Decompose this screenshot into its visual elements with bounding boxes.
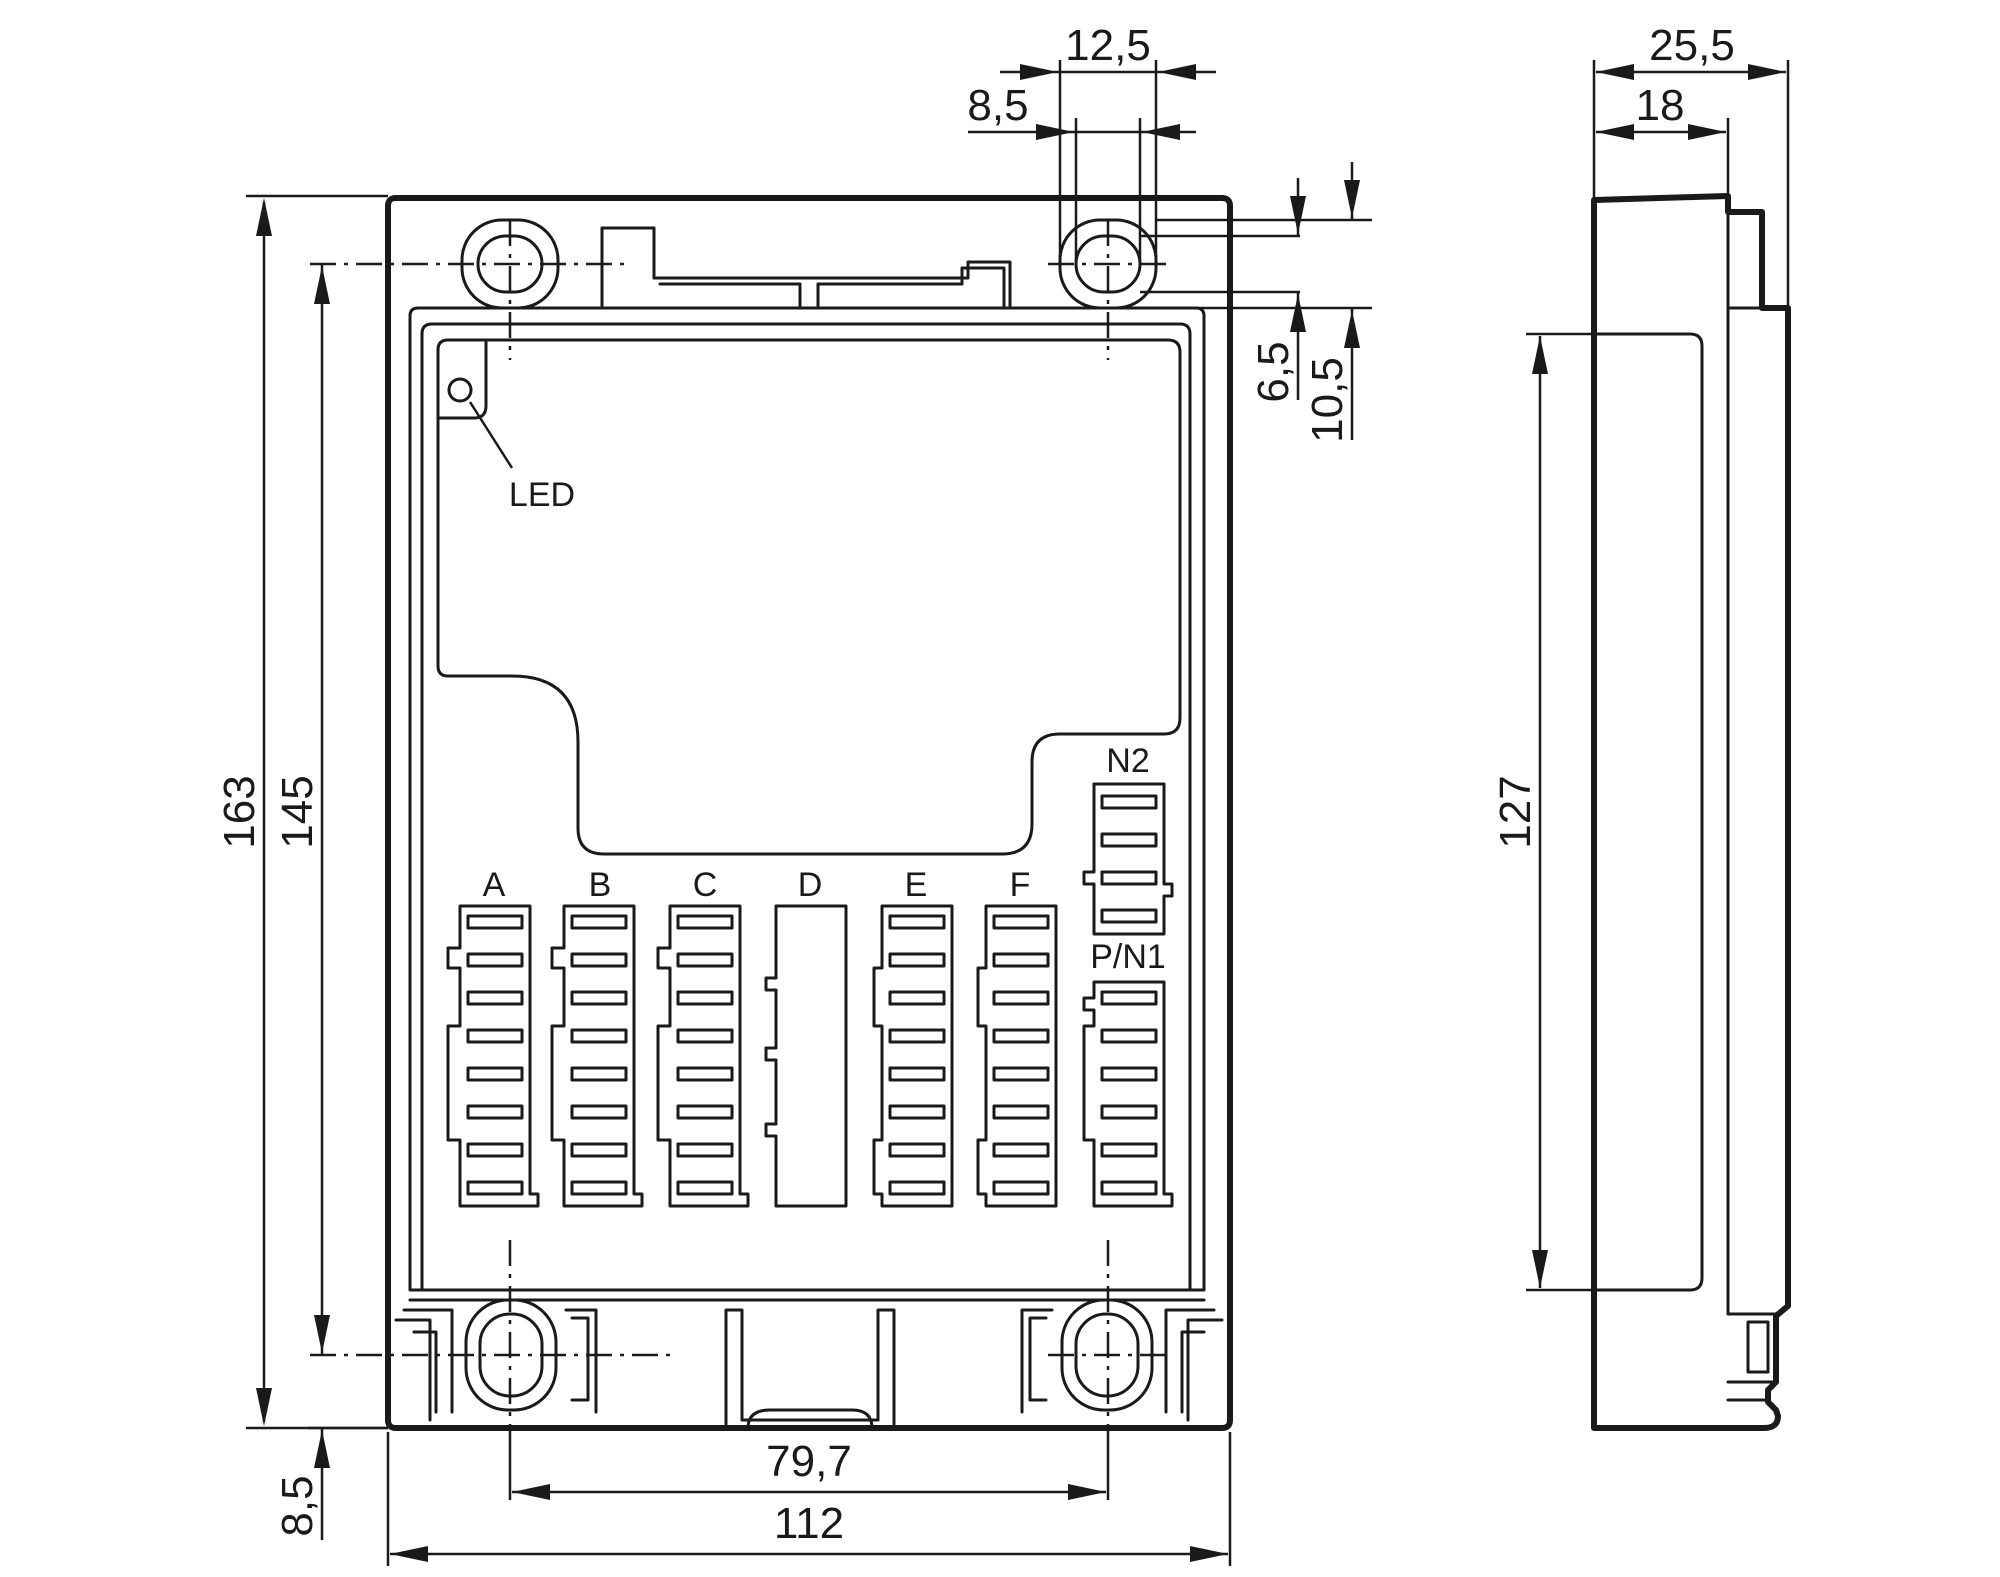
dim-slot-inner-height: 6,5 xyxy=(1249,341,1298,402)
dim-side-window-height: 127 xyxy=(1491,775,1540,848)
connector-label-b: B xyxy=(589,866,612,904)
led-indicator xyxy=(447,377,473,403)
bottom-center-slot xyxy=(724,1308,896,1430)
bottom-latch-right xyxy=(1164,1308,1224,1422)
connector-pn1 xyxy=(1082,980,1174,1208)
dim-overall-width: 112 xyxy=(774,1499,844,1548)
connector-label-c: C xyxy=(693,866,718,904)
connector-c xyxy=(656,904,750,1208)
side-body xyxy=(1591,193,1791,1431)
side-window xyxy=(1592,332,1704,1292)
front-dimensions: 163 145 8,5 79,7 112 12,5 xyxy=(215,21,1372,1566)
bottom-latch-left xyxy=(394,1308,454,1422)
connector-f xyxy=(976,904,1058,1208)
connector-label-pn1: P/N1 xyxy=(1090,938,1166,976)
connector-a xyxy=(446,904,540,1208)
dim-hole-spacing-vertical: 145 xyxy=(273,775,322,848)
led-label: LED xyxy=(509,476,575,514)
dim-slot-inner-width: 8,5 xyxy=(967,81,1028,130)
dim-bottom-offset: 8,5 xyxy=(273,1475,322,1536)
connector-n2 xyxy=(1082,782,1174,936)
dim-side-body-depth: 18 xyxy=(1636,81,1685,130)
housing-outline xyxy=(385,195,1233,1431)
dim-slot-outer-height: 10,5 xyxy=(1303,357,1352,443)
side-view: 25,5 18 127 xyxy=(1491,21,1791,1431)
dim-hole-spacing-horizontal: 79,7 xyxy=(766,1437,852,1486)
display-window xyxy=(436,338,1182,856)
connector-label-f: F xyxy=(1010,866,1031,904)
connector-e xyxy=(872,904,954,1208)
connector-b xyxy=(550,904,644,1208)
dim-slot-outer-width: 12,5 xyxy=(1065,21,1151,70)
top-notch xyxy=(600,226,1012,310)
connector-label-a: A xyxy=(483,866,506,904)
dim-side-depth: 25,5 xyxy=(1649,21,1735,70)
connector-label-n2: N2 xyxy=(1106,742,1149,780)
connector-label-e: E xyxy=(905,866,928,904)
dim-overall-height: 163 xyxy=(215,775,264,848)
front-view: LED xyxy=(310,195,1233,1440)
connector-label-d: D xyxy=(798,866,823,904)
connector-d xyxy=(764,904,848,1208)
